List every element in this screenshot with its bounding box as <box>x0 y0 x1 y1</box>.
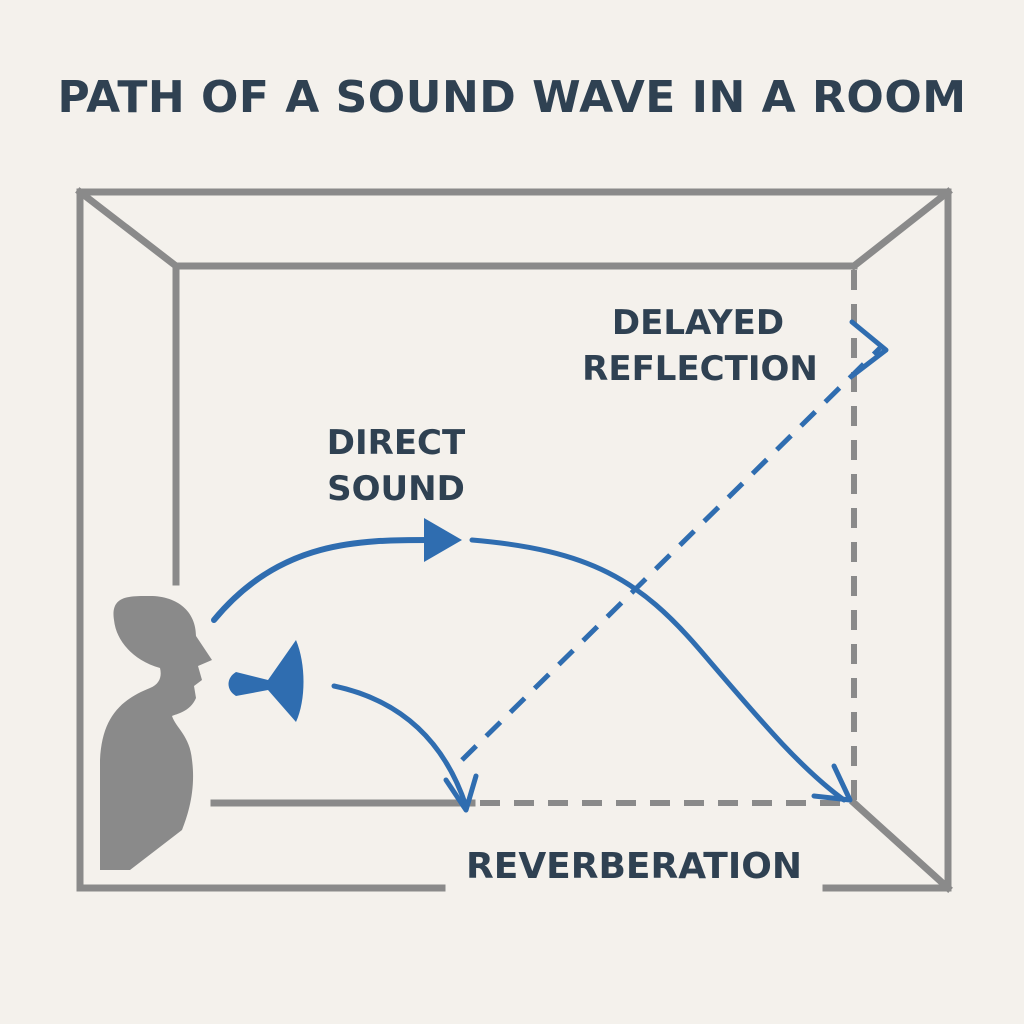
edge-top-right <box>849 187 953 271</box>
speaker-cone-icon <box>228 640 304 722</box>
person-silhouette-icon <box>100 595 212 870</box>
corner-arrowhead <box>811 763 853 803</box>
direct-sound-label-line2: SOUND <box>327 469 465 509</box>
delayed-reflection-label-line2: REFLECTION <box>582 349 818 389</box>
direct-path-continuation <box>469 537 847 803</box>
diagram-title: PATH OF A SOUND WAVE IN A ROOM <box>57 72 967 123</box>
direct-sound-arrowhead <box>424 518 462 562</box>
direct-sound-arrow <box>211 537 433 623</box>
edge-top-left <box>75 187 181 271</box>
outer-wall <box>76 188 952 892</box>
edge-bottom-right <box>849 798 953 893</box>
delayed-reflection-label-line1: DELAYED <box>612 303 784 343</box>
delayed-reflection-arrowhead <box>849 319 889 379</box>
delayed-reflection-line <box>460 346 882 762</box>
direct-sound-label-line1: DIRECT <box>327 423 466 463</box>
reverberation-label: REVERBERATION <box>466 846 802 887</box>
room-walls <box>75 187 953 893</box>
room-hidden-edges <box>480 270 857 806</box>
reverb-arrowhead <box>443 773 479 813</box>
reverb-arrow <box>331 683 469 809</box>
